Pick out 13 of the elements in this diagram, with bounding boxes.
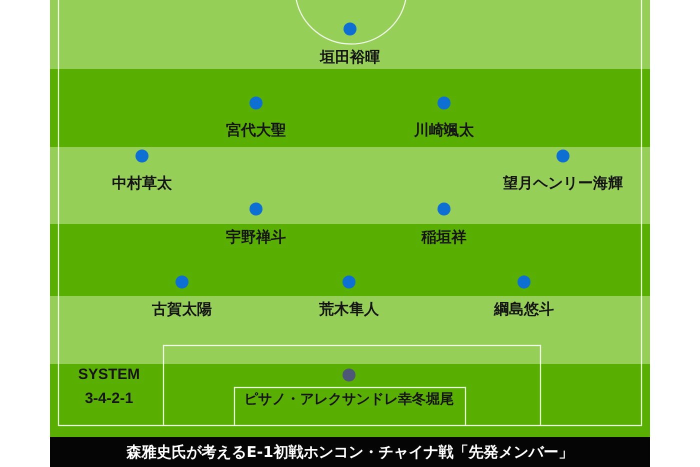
player-name: 宮代大聖 [226,121,286,139]
player-name: 綱島悠斗 [494,300,554,318]
player-name: 望月ヘンリー海輝 [503,174,623,192]
player-name: ピサノ・アレクサンドレ幸冬堀尾 [244,392,454,408]
caption-text: 森雅史氏が考えるE-1初戦ホンコン・チャイナ戦「先発メンバー」 [126,442,574,462]
player-name: 古賀太陽 [152,300,212,318]
player-name: 荒木隼人 [319,300,379,318]
formation-label: SYSTEM 3-4-2-1 [77,365,141,409]
player-name: 中村草太 [112,174,172,192]
player-name: 川崎颯太 [414,121,474,139]
player-name: 稲垣祥 [422,228,466,246]
player-name: 宇野禅斗 [226,228,286,246]
player-name: 垣田裕暉 [320,48,380,66]
